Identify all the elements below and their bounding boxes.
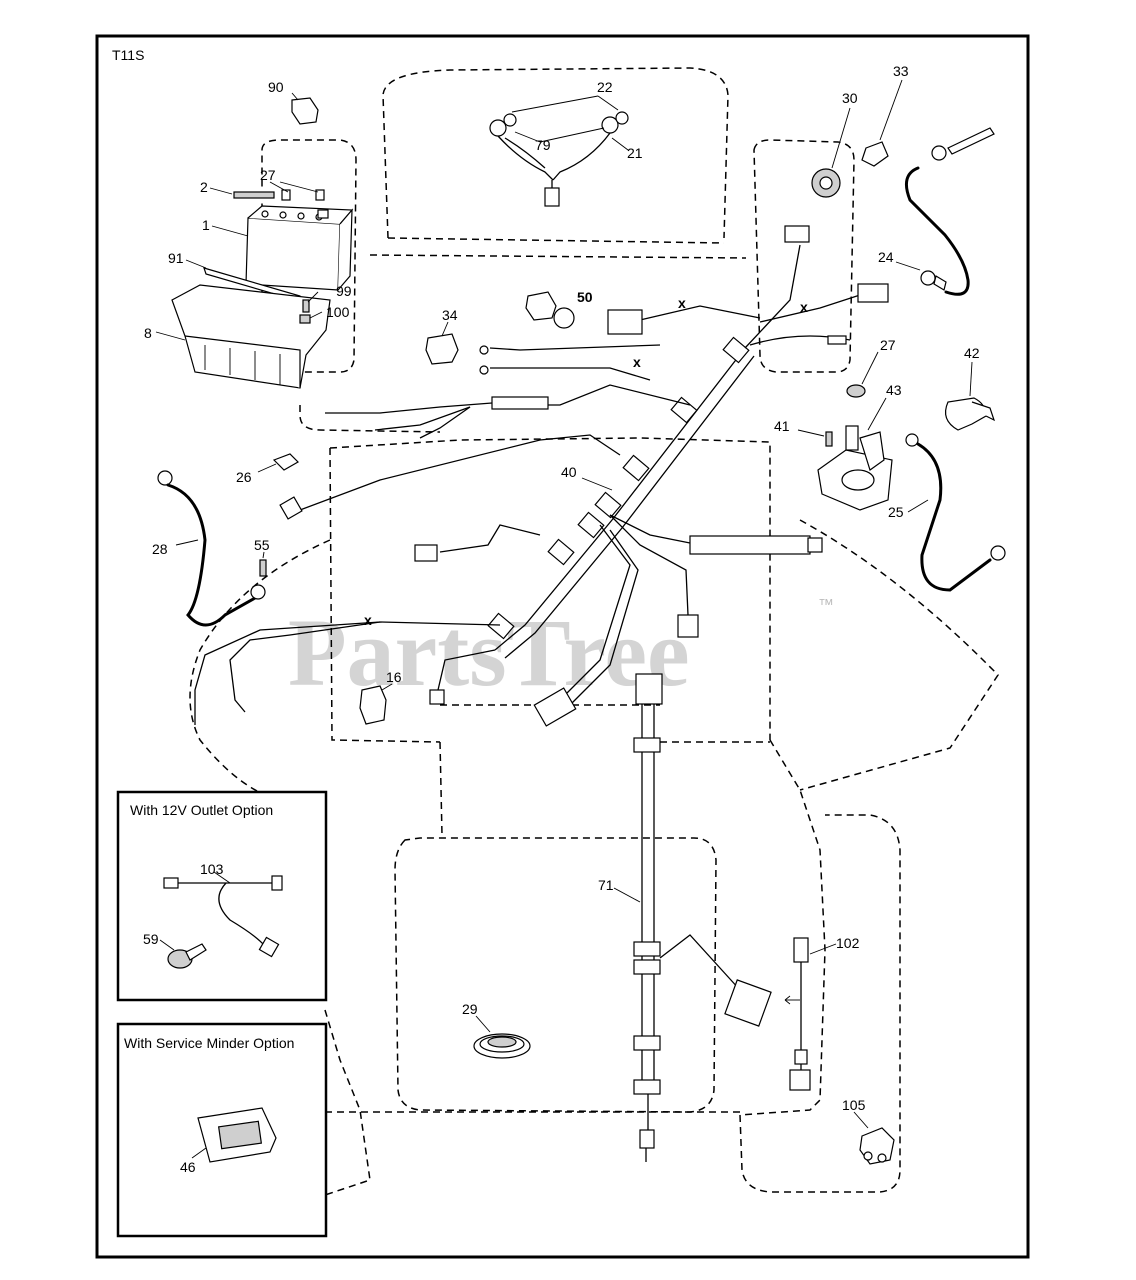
label-27-lower: 27 [880, 337, 896, 353]
part-34-connector [425, 333, 459, 365]
part-100-nut [299, 314, 311, 324]
part-1-battery [245, 205, 354, 291]
label-24: 24 [878, 249, 894, 265]
label-40: 40 [561, 464, 577, 480]
connector [827, 335, 847, 345]
harness-clip [722, 336, 750, 364]
connector [429, 689, 445, 705]
part-16-relay [359, 685, 387, 725]
part-99-screw [302, 299, 310, 313]
label-91: 91 [168, 250, 184, 266]
label-25: 25 [888, 504, 904, 520]
part-42-terminal-cover [945, 397, 996, 431]
part-105-solenoid [859, 1127, 895, 1165]
part-24-battery-cable [904, 127, 995, 296]
label-28: 28 [152, 541, 168, 557]
connector [414, 544, 438, 562]
label-27-top: 27 [260, 167, 276, 183]
svg-text:x: x [633, 354, 641, 370]
svg-text:x: x [364, 612, 372, 628]
svg-text:x: x [800, 299, 808, 315]
connector [279, 496, 303, 520]
part-28-ground-cable [157, 470, 266, 627]
part-33-switch [861, 141, 889, 167]
part-25-battery-cable [905, 433, 1006, 592]
connector [607, 309, 643, 335]
inset-minder-title: With Service Minder Option [124, 1035, 294, 1051]
inset-service-minder: With Service Minder Option 46 [116, 1022, 328, 1238]
label-8: 8 [144, 325, 152, 341]
tractor-outline [189, 67, 999, 1196]
inset-12v-outlet: With 12V Outlet Option 103 59 [116, 790, 328, 1002]
connector [491, 396, 549, 410]
label-50: 50 [577, 289, 593, 305]
diagram-code: T11S [112, 47, 144, 63]
label-22: 22 [597, 79, 613, 95]
label-99: 99 [336, 283, 352, 299]
label-34: 34 [442, 307, 458, 323]
label-42: 42 [964, 345, 980, 361]
part-22-headlight-harness [489, 111, 629, 207]
label-103: 103 [200, 861, 224, 877]
label-55: 55 [254, 537, 270, 553]
part-102-wire [784, 937, 811, 1091]
trademark: ™ [818, 597, 834, 614]
label-2: 2 [200, 179, 208, 195]
harness-clip [670, 396, 698, 424]
connector [807, 537, 823, 553]
label-105: 105 [842, 1097, 866, 1113]
harness-clip [577, 511, 605, 539]
part-27-nut [315, 189, 325, 201]
part-71-rear-harness [633, 673, 772, 1162]
connector [857, 283, 889, 303]
label-100: 100 [326, 304, 350, 320]
connector [689, 535, 811, 555]
label-16: 16 [386, 669, 402, 685]
part-8-battery-tray [171, 284, 331, 389]
part-2-bolt [233, 191, 275, 199]
connector [677, 614, 699, 638]
label-71: 71 [598, 877, 614, 893]
label-1: 1 [202, 217, 210, 233]
part-26-fuse [272, 453, 299, 471]
label-59: 59 [143, 931, 159, 947]
label-43: 43 [886, 382, 902, 398]
label-29: 29 [462, 1001, 478, 1017]
harness-clip [594, 491, 622, 519]
part-55-screw [259, 559, 267, 577]
harness-clip [622, 454, 650, 482]
main-wire-harness: x x x x [194, 225, 889, 727]
part-50-switch [525, 291, 557, 321]
svg-text:x: x [678, 295, 686, 311]
label-41: 41 [774, 418, 790, 434]
label-90: 90 [268, 79, 284, 95]
inset-outlet-title: With 12V Outlet Option [130, 802, 273, 818]
part-27-nut-lower [846, 384, 866, 398]
label-102: 102 [836, 935, 860, 951]
label-79: 79 [535, 137, 551, 153]
label-26: 26 [236, 469, 252, 485]
harness-clip [547, 538, 575, 566]
label-21: 21 [627, 145, 643, 161]
connector [784, 225, 810, 243]
label-30: 30 [842, 90, 858, 106]
part-41-screw [825, 431, 833, 447]
part-29-wire-loop [473, 1033, 531, 1059]
part-27-nut [281, 189, 291, 201]
part-43-solenoid [817, 425, 893, 511]
label-46: 46 [180, 1159, 196, 1175]
watermark: PartsTree [288, 599, 690, 706]
harness-clip [487, 612, 515, 640]
part-90-relay [291, 97, 319, 125]
label-33: 33 [893, 63, 909, 79]
connector [533, 687, 577, 727]
